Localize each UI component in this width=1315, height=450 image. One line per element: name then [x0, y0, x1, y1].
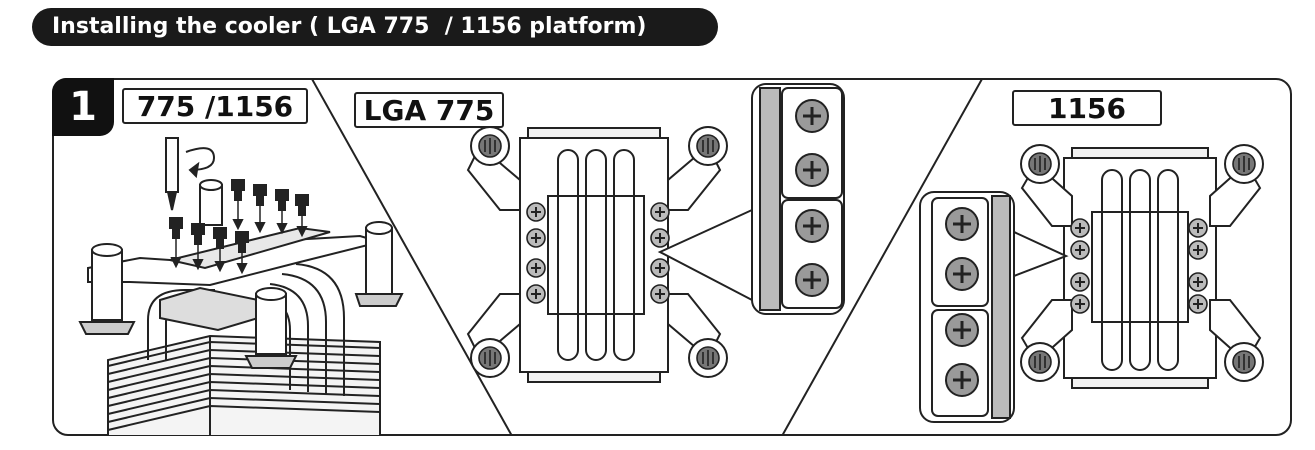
- section-title: Installing the cooler ( LGA 775 / 1156 p…: [32, 8, 718, 46]
- mounting-post: [244, 287, 298, 369]
- mounting-post: [354, 221, 404, 307]
- label-1156: 1156: [1012, 90, 1162, 126]
- step-number-badge: 1: [52, 78, 114, 136]
- cooler-assembly-drawing: [78, 137, 404, 435]
- mounting-post: [199, 179, 223, 226]
- heatsink-fins: [107, 334, 381, 435]
- screw-zoom-callout: [919, 191, 1015, 423]
- heat-pipes: [1101, 169, 1179, 371]
- lga775-bracket-drawing: [466, 126, 753, 383]
- mounting-post: [78, 243, 136, 335]
- screwdriver-icon: [165, 137, 216, 211]
- screw-set: [169, 179, 309, 275]
- heat-pipes: [557, 149, 635, 361]
- p1156-bracket-drawing: [1013, 144, 1264, 389]
- label-775-1156: 775 /1156: [122, 88, 308, 124]
- label-lga775: LGA 775: [354, 92, 504, 128]
- screw-zoom-callout: [751, 83, 845, 315]
- panel-dividers: [311, 79, 983, 435]
